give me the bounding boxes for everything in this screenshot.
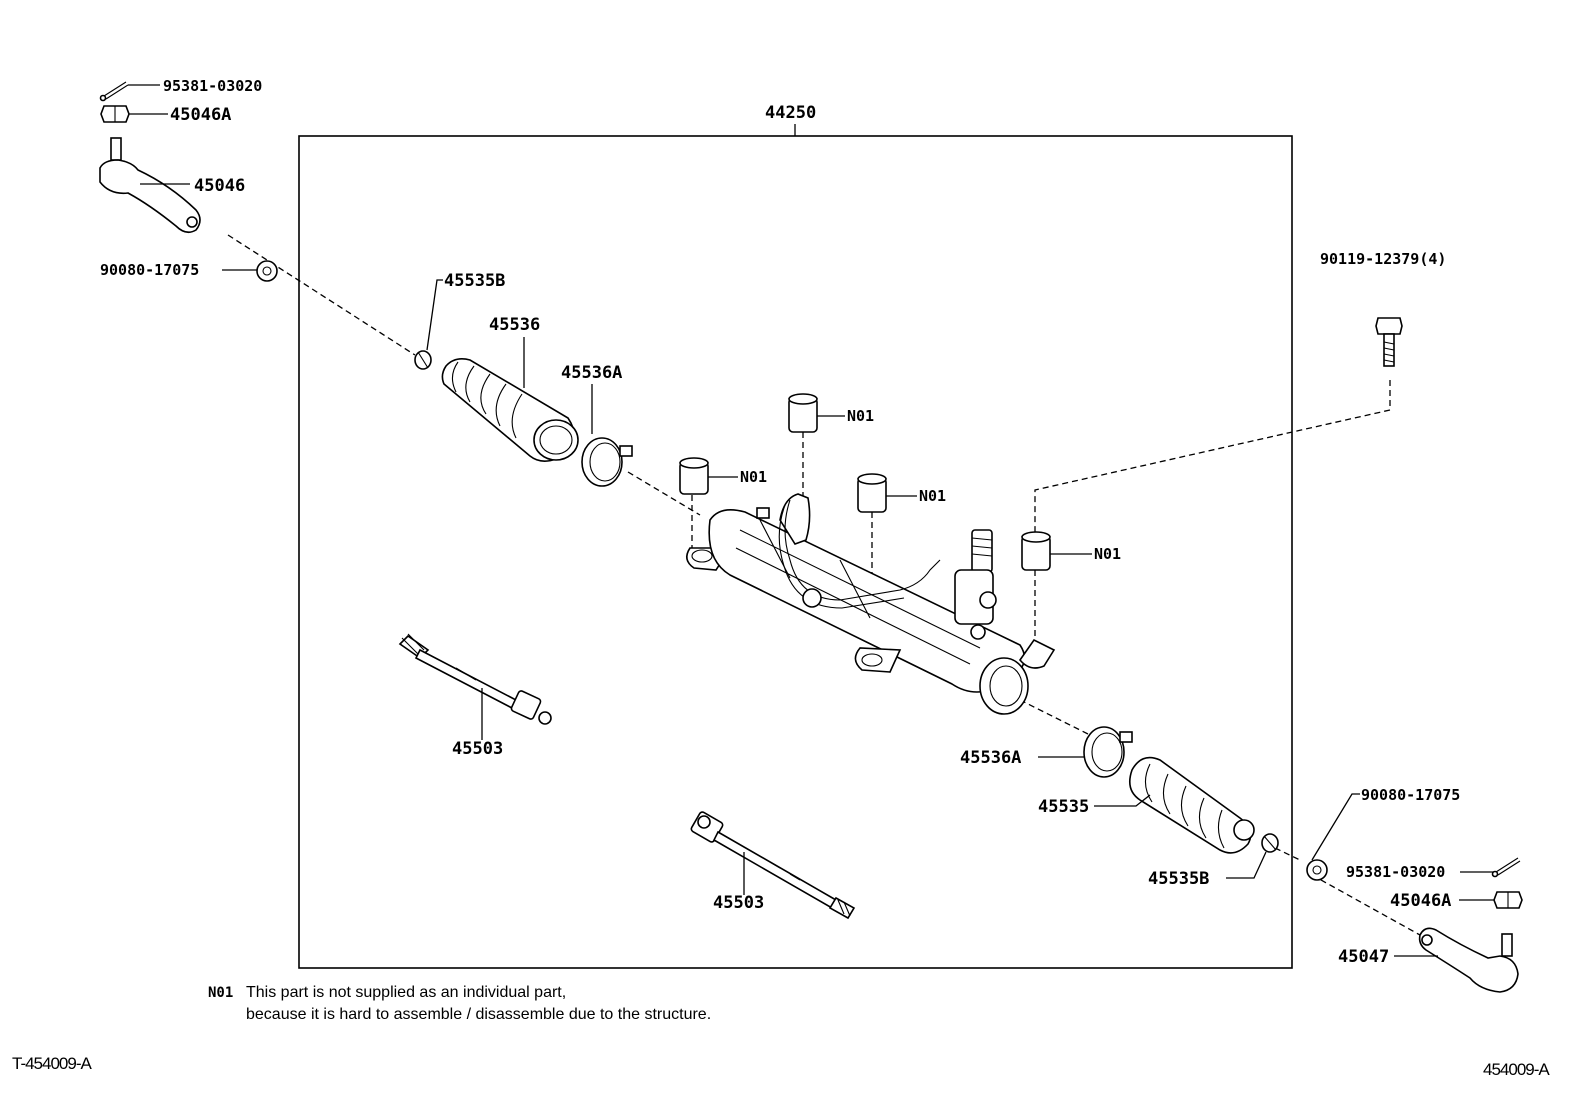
bushing-2 [679,457,709,495]
clamp-right [1083,726,1133,778]
washer-left [256,260,278,282]
label-clamp-right: 45536A [960,748,1021,768]
washer-right [1306,859,1328,881]
note-code: N01 [208,985,234,1001]
label-bushing-1: N01 [847,407,874,425]
tie-rod-lower [690,811,856,920]
label-nut-left: 45046A [170,105,231,125]
label-tie-rod-end-left: 45046 [194,176,245,196]
label-bushing-4: N01 [1094,545,1121,563]
label-cotter-pin-left: 95381-03020 [163,77,262,95]
label-bushing-3: N01 [919,487,946,505]
label-washer-left: 90080-17075 [100,261,199,279]
label-tie-rod-end-right: 45047 [1338,947,1389,967]
tie-rod-end-right [1418,927,1519,993]
note-line-2: because it is hard to assemble / disasse… [246,1006,712,1023]
nut-left [100,105,130,123]
label-cotter-pin-right: 95381-03020 [1346,863,1445,881]
label-clamp-left: 45536A [561,363,622,383]
clip-left [414,350,432,370]
label-clip-right: 45535B [1148,869,1209,889]
nut-right [1493,891,1523,909]
cotter-pin-left [99,81,129,102]
note-line-1: This part is not supplied as an individu… [246,984,567,1001]
bushing-1 [788,393,818,433]
clip-right [1261,833,1279,853]
boot-left [441,358,579,462]
cotter-pin-right [1491,857,1521,878]
label-clip-left: 45535B [444,271,505,291]
figure-id-right: 454009-A [1483,1060,1550,1079]
label-boot-left: 45536 [489,315,540,335]
label-tie-rod-lower: 45503 [713,893,764,913]
label-tie-rod-upper: 45503 [452,739,503,759]
tie-rod-end-left [99,137,201,234]
boot-right [1129,756,1255,854]
bushing-4 [1021,531,1051,571]
label-boot-right: 45535 [1038,797,1089,817]
bushing-3 [857,473,887,513]
bolt [1375,317,1403,367]
label-washer-right: 90080-17075 [1361,786,1460,804]
label-nut-right: 45046A [1390,891,1451,911]
label-bushing-2: N01 [740,468,767,486]
tie-rod-upper [398,633,552,725]
steering-rack-housing [686,493,1056,715]
assembly-label: 44250 [765,103,816,123]
figure-id-left: T-454009-A [12,1054,92,1073]
clamp-left [581,437,633,487]
label-bolt: 90119-12379(4) [1320,250,1446,268]
